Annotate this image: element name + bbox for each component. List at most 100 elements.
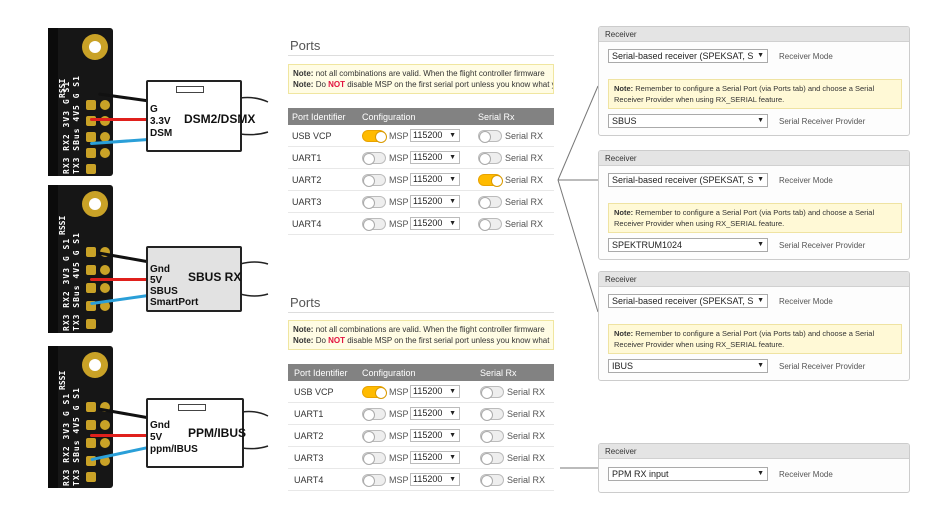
msp-label: MSP <box>389 131 409 141</box>
baud-select[interactable]: 115200▼ <box>410 385 460 398</box>
receiver-title: DSM2/DSMX <box>184 112 256 126</box>
baud-select[interactable]: 115200▼ <box>410 451 460 464</box>
table-header: Port Identifier Configuration Serial Rx <box>288 108 554 125</box>
table-row: UART2 MSP 115200▼ Serial RX <box>288 425 554 447</box>
receiver-pin-label: Gnd <box>150 264 170 275</box>
flight-controller-board: RSSI RX3 RX2 3V3 G S1 TX3 SBus 4V5 G S1 <box>48 346 113 488</box>
pcb-pin-labels-a: RX3 RX2 3V3 G S1 <box>62 80 71 174</box>
serial-rx-toggle[interactable] <box>478 130 502 143</box>
port-identifier: UART4 <box>292 219 322 229</box>
msp-toggle[interactable] <box>362 452 386 465</box>
table-row: UART4 MSP 115200▼ Serial RX <box>288 213 554 235</box>
serial-rx-toggle[interactable] <box>480 452 504 465</box>
receiver-pin-label: SmartPort <box>150 297 199 308</box>
baud-select[interactable]: 115200▼ <box>410 151 460 164</box>
table-row: USB VCP MSP 115200▼ Serial RX <box>288 381 554 403</box>
pcb-pin-labels-a: RX3 RX2 3V3 G S1 <box>62 392 71 486</box>
serial-rx-toggle[interactable] <box>480 408 504 421</box>
serial-rx-toggle[interactable] <box>480 474 504 487</box>
msp-toggle[interactable] <box>362 218 386 231</box>
receiver-note: Note: Remember to configure a Serial Por… <box>608 203 902 233</box>
baud-select[interactable]: 115200▼ <box>410 195 460 208</box>
serial-rx-toggle[interactable] <box>478 218 502 231</box>
receiver-mode-select[interactable]: PPM RX input▼ <box>608 467 768 481</box>
port-identifier: UART1 <box>294 409 324 419</box>
msp-toggle[interactable] <box>362 430 386 443</box>
msp-toggle[interactable] <box>362 152 386 165</box>
ports-note: Note: not all combinations are valid. Wh… <box>288 320 554 350</box>
receiver-note: Note: Remember to configure a Serial Por… <box>608 79 902 109</box>
msp-label: MSP <box>389 387 409 397</box>
msp-label: MSP <box>389 453 409 463</box>
serial-rx-label: Serial RX <box>507 431 546 441</box>
receiver-module-ibus: PPM/IBUS Gnd 5V ppm/IBUS <box>146 398 246 468</box>
receiver-mode-select[interactable]: Serial-based receiver (SPEKSAT, S▼ <box>608 294 768 308</box>
receiver-mode-select[interactable]: Serial-based receiver (SPEKSAT, S▼ <box>608 49 768 63</box>
receiver-panel-ppm: Receiver PPM RX input▼ Receiver Mode <box>598 443 910 493</box>
baud-select[interactable]: 115200▼ <box>410 173 460 186</box>
connector-lines <box>557 85 599 469</box>
msp-toggle[interactable] <box>362 196 386 209</box>
serial-rx-label: Serial RX <box>505 175 544 185</box>
baud-select[interactable]: 115200▼ <box>410 129 460 142</box>
msp-toggle[interactable] <box>362 408 386 421</box>
msp-toggle[interactable] <box>362 130 387 143</box>
receiver-mode-label: Receiver Mode <box>779 297 833 306</box>
port-identifier: UART2 <box>294 431 324 441</box>
table-row: USB VCP MSP 115200▼ Serial RX <box>288 125 554 147</box>
pcb-pin-labels-b: TX3 SBus 4V5 G S1 <box>72 75 81 174</box>
port-identifier: UART3 <box>292 197 322 207</box>
receiver-panel-ibus: Receiver Serial-based receiver (SPEKSAT,… <box>598 271 910 381</box>
receiver-pin-label: 5V <box>150 275 163 286</box>
serial-rx-label: Serial RX <box>505 131 544 141</box>
mounting-hole <box>82 34 108 60</box>
port-identifier: UART1 <box>292 153 322 163</box>
serial-rx-label: Serial RX <box>505 219 544 229</box>
baud-select[interactable]: 115200▼ <box>410 429 460 442</box>
baud-select[interactable]: 115200▼ <box>410 473 460 486</box>
serial-rx-toggle[interactable] <box>478 152 502 165</box>
ports-table: Port Identifier Configuration Serial Rx … <box>288 364 554 494</box>
serial-rx-toggle[interactable] <box>478 174 503 187</box>
page-title: Ports <box>290 38 321 53</box>
msp-label: MSP <box>389 153 409 163</box>
receiver-note: Note: Remember to configure a Serial Por… <box>608 324 902 354</box>
msp-label: MSP <box>389 409 409 419</box>
column-header: Serial Rx <box>478 112 515 122</box>
serial-rx-label: Serial RX <box>505 197 544 207</box>
serial-rx-label: Serial RX <box>507 475 546 485</box>
port-identifier: UART2 <box>292 175 322 185</box>
serial-receiver-provider-label: Serial Receiver Provider <box>779 362 866 371</box>
pcb-pin-labels-b: TX3 SBus 4V5 G S1 <box>72 232 81 331</box>
receiver-panel-spektrum: Receiver Serial-based receiver (SPEKSAT,… <box>598 150 910 260</box>
msp-toggle[interactable] <box>362 474 386 487</box>
column-header: Configuration <box>362 112 416 122</box>
baud-select[interactable]: 115200▼ <box>410 217 460 230</box>
ports-table: Port Identifier Configuration Serial Rx … <box>288 108 554 235</box>
column-header: Port Identifier <box>292 112 346 122</box>
receiver-mode-select[interactable]: Serial-based receiver (SPEKSAT, S▼ <box>608 173 768 187</box>
msp-toggle[interactable] <box>362 174 386 187</box>
receiver-title: SBUS RX <box>188 270 242 284</box>
baud-select[interactable]: 115200▼ <box>410 407 460 420</box>
serial-receiver-provider-select[interactable]: IBUS▼ <box>608 359 768 373</box>
table-row: UART4 MSP 115200▼ Serial RX <box>288 469 554 491</box>
pcb-label-rssi: RSSI <box>58 215 67 235</box>
receiver-panel-sbus: Receiver Serial-based receiver (SPEKSAT,… <box>598 26 910 136</box>
serial-receiver-provider-select[interactable]: SPEKTRUM1024▼ <box>608 238 768 252</box>
receiver-module-sbus: SBUS RX Gnd 5V SBUS SmartPort <box>146 246 242 312</box>
serial-rx-toggle[interactable] <box>480 430 504 443</box>
serial-rx-label: Serial RX <box>507 409 546 419</box>
serial-rx-toggle[interactable] <box>478 196 502 209</box>
serial-rx-toggle[interactable] <box>480 386 504 399</box>
column-header: Port Identifier <box>294 368 348 378</box>
serial-receiver-provider-select[interactable]: SBUS▼ <box>608 114 768 128</box>
pcb-pin-labels-a: RX3 RX2 3V3 G S1 <box>62 237 71 331</box>
flight-controller-board: RSSI RX3 RX2 3V3 G S1 TX3 SBus 4V5 G S1 <box>48 185 113 333</box>
msp-label: MSP <box>389 175 409 185</box>
serial-rx-label: Serial RX <box>507 453 546 463</box>
ports-note: Note: not all combinations are valid. Wh… <box>288 64 554 94</box>
msp-toggle[interactable] <box>362 386 387 399</box>
receiver-panel-header: Receiver <box>599 444 909 459</box>
table-row: UART3 MSP 115200▼ Serial RX <box>288 447 554 469</box>
